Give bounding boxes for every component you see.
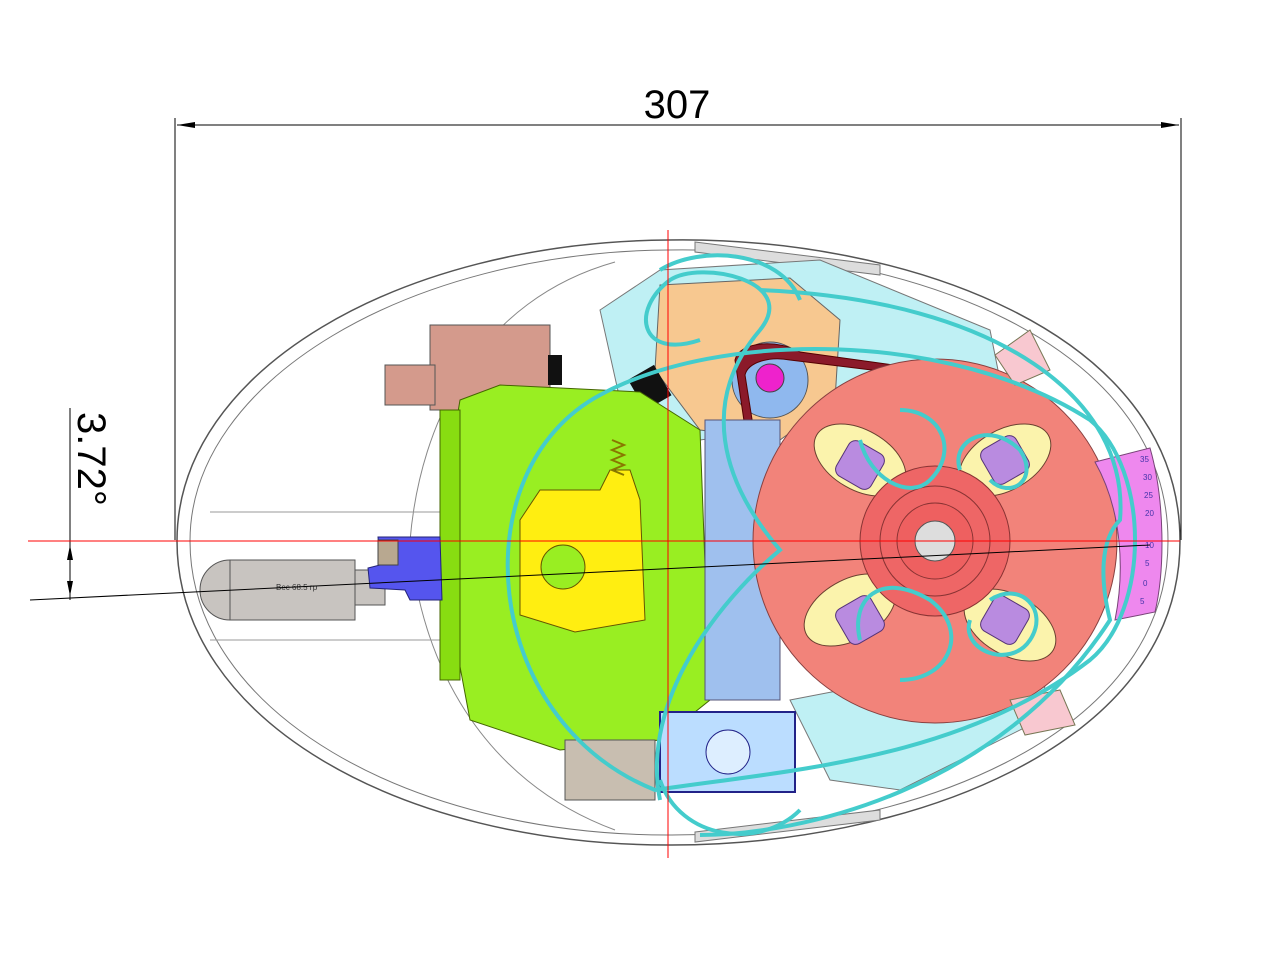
yellow-spring — [609, 439, 627, 476]
scale-label: 30 — [1143, 473, 1152, 482]
brown-tab — [384, 364, 436, 406]
angle-dimension: 3.72° — [67, 408, 113, 600]
yellow-bracket — [519, 469, 646, 633]
scale-label: 20 — [1145, 509, 1154, 518]
solenoid-bracket — [564, 739, 656, 801]
gray-cylinder — [229, 559, 356, 621]
green-rail — [439, 409, 461, 681]
angle-dimension-value: 3.72° — [69, 412, 113, 506]
coupling-nut — [377, 539, 399, 566]
yellow-bore — [540, 544, 586, 590]
black-clip — [548, 355, 562, 385]
cyan-springs — [505, 253, 1137, 837]
protractor-scale — [1094, 447, 1163, 621]
width-dimension-value: 307 — [644, 83, 711, 127]
scale-label: 25 — [1144, 491, 1153, 500]
scale-label: 35 — [1140, 455, 1149, 464]
width-dimension: 307 — [174, 83, 1182, 540]
tilted-axis — [29, 544, 1151, 601]
hub-arms — [835, 435, 1030, 645]
solenoid-core — [705, 729, 751, 775]
scale-label: 5 — [1145, 559, 1150, 568]
weight-label: Вес 68.5 гр — [276, 583, 318, 592]
scale-label: 5 — [1140, 597, 1145, 606]
scale-label: 0 — [1143, 579, 1148, 588]
pulley-hub — [755, 363, 785, 393]
